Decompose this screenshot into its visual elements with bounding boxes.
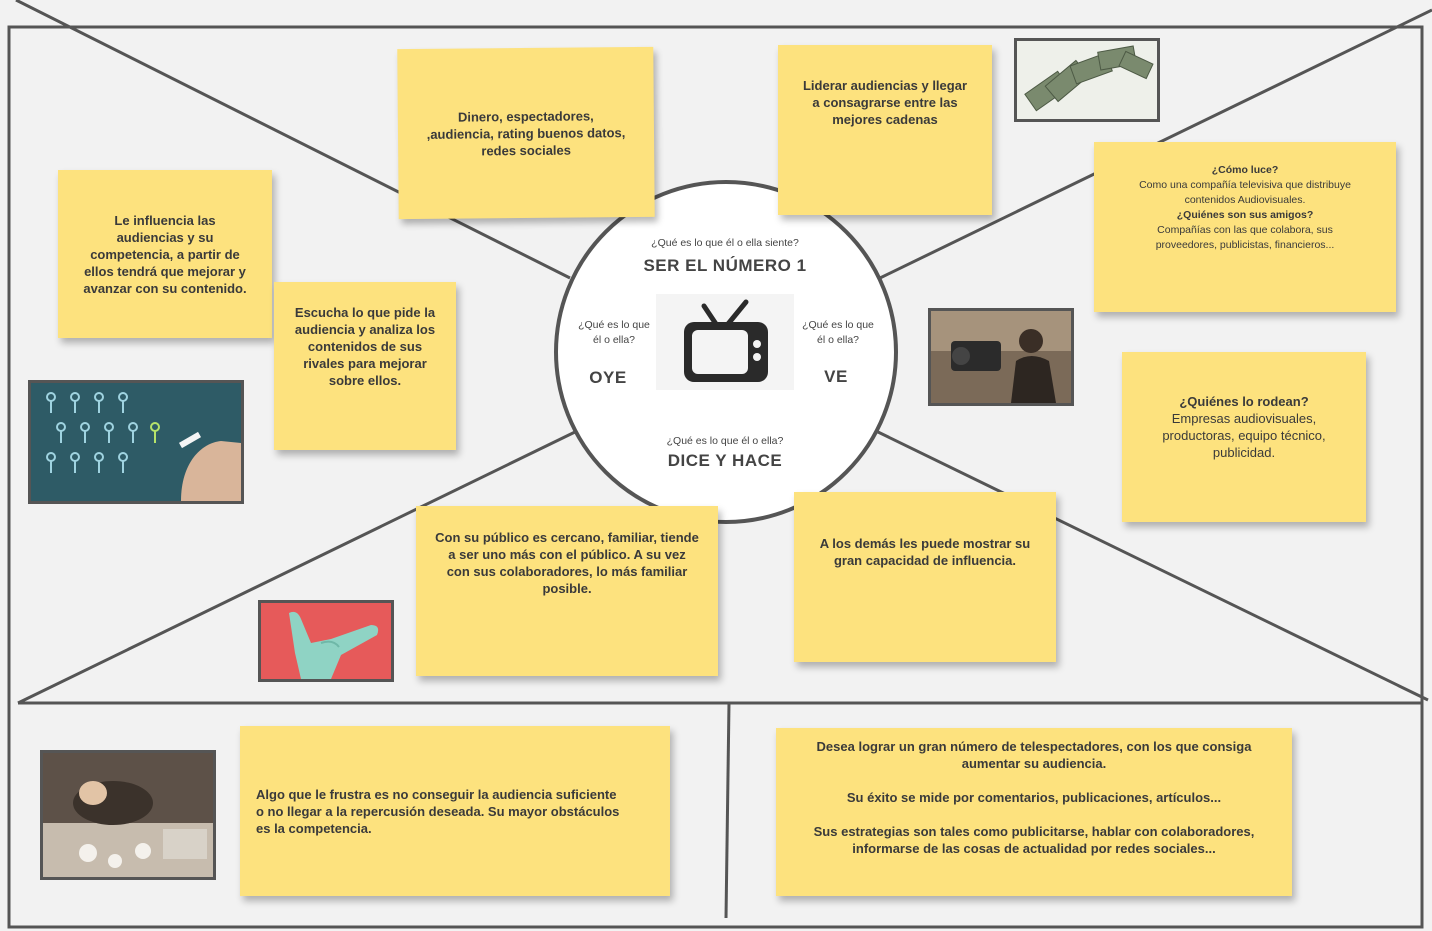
surround-question: ¿Quiénes lo rodean? <box>1179 394 1309 409</box>
sees-label: VE <box>824 367 848 386</box>
video-camera-icon <box>931 311 1071 403</box>
looks-question: ¿Cómo luce? <box>1211 164 1279 176</box>
looks-answer: Como una compañía televisiva que distrib… <box>1139 179 1351 206</box>
crowd-chalk-icon <box>31 383 241 501</box>
note-public: Con su público es cercano, familiar, tie… <box>416 506 718 676</box>
hears-label: OYE <box>589 368 627 387</box>
note-money: Dinero, espectadores, ,audiencia, rating… <box>397 46 655 220</box>
hang-loose-hand-icon <box>261 603 391 679</box>
surround-answer: Empresas audiovisuales, productoras, equ… <box>1162 411 1326 460</box>
note-influence-text: Le influencia las audiencias y su compet… <box>83 212 247 296</box>
tv-icon <box>656 294 794 390</box>
frustrated-person-photo <box>40 750 216 880</box>
note-influence: Le influencia las audiencias y su compet… <box>58 170 272 338</box>
feels-label: SER EL NÚMERO 1 <box>643 256 807 275</box>
note-others-text: A los demás les puede mostrar su gran ca… <box>819 536 1031 568</box>
note-listen: Escucha lo que pide la audiencia y anali… <box>274 282 456 450</box>
camera-photo <box>928 308 1074 406</box>
note-lead: Liderar audiencias y llegar a consagrars… <box>778 45 992 215</box>
says-label: DICE Y HACE <box>667 451 783 470</box>
friends-question: ¿Quiénes son sus amigos? <box>1176 209 1314 221</box>
hand-gesture-photo <box>258 600 394 682</box>
note-goals: Desea lograr un gran número de telespect… <box>776 728 1292 896</box>
note-looks-friends: ¿Cómo luce? Como una compañía televisiva… <box>1094 142 1396 312</box>
note-money-text: Dinero, espectadores, ,audiencia, rating… <box>426 107 626 158</box>
sees-question: ¿Qué es lo que él o ella? <box>802 319 874 346</box>
note-public-text: Con su público es cercano, familiar, tie… <box>435 530 699 596</box>
note-goals-text: Desea lograr un gran número de telespect… <box>813 738 1255 856</box>
frustrated-person-icon <box>43 753 213 877</box>
feels-question: ¿Qué es lo que él o ella siente? <box>651 237 799 249</box>
note-frustration: Algo que le frustra es no conseguir la a… <box>240 726 670 896</box>
note-frustration-text: Algo que le frustra es no conseguir la a… <box>256 786 620 836</box>
money-icon <box>1017 41 1157 119</box>
friends-answer: Compañías con las que colabora, sus prov… <box>1155 224 1335 251</box>
note-others: A los demás les puede mostrar su gran ca… <box>794 492 1056 662</box>
crowd-photo <box>28 380 244 504</box>
hears-question: ¿Qué es lo que él o ella? <box>578 319 650 346</box>
note-surround: ¿Quiénes lo rodean? Empresas audiovisual… <box>1122 352 1366 522</box>
money-photo <box>1014 38 1160 122</box>
note-listen-text: Escucha lo que pide la audiencia y anali… <box>294 304 436 388</box>
says-question: ¿Qué es lo que él o ella? <box>666 435 784 447</box>
note-lead-text: Liderar audiencias y llegar a consagrars… <box>802 78 968 127</box>
